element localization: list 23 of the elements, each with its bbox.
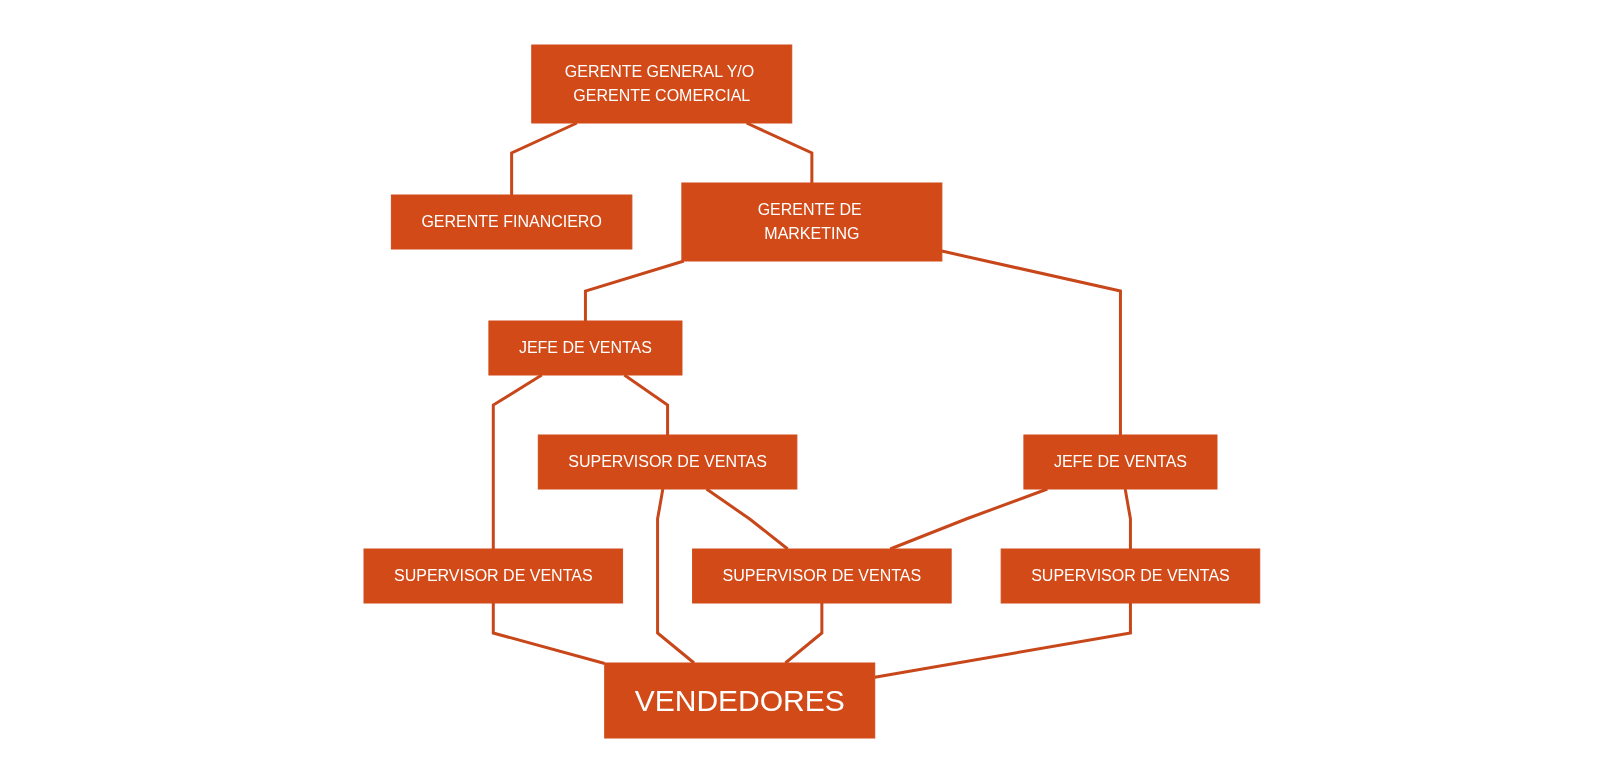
connector: [941, 249, 1123, 435]
node-box: VENDEDORES: [604, 662, 876, 738]
node-box: GERENTE DE MARKETING: [681, 182, 943, 261]
node-box: SUPERVISOR DE VENTAS: [363, 548, 624, 603]
connector: [874, 602, 1133, 679]
connector: [510, 121, 578, 195]
connector: [656, 488, 696, 664]
node-box: SUPERVISOR DE VENTAS: [692, 548, 952, 603]
node-box: GERENTE FINANCIERO: [391, 194, 633, 249]
node-box: JEFE DE VENTAS: [488, 320, 683, 375]
connector: [623, 373, 670, 435]
connector: [889, 487, 1048, 550]
node-box: GERENTE GENERAL Y/O GERENTE COMERCIAL: [531, 44, 793, 123]
connector: [705, 487, 789, 550]
connector: [1123, 488, 1133, 549]
node-box: JEFE DE VENTAS: [1023, 434, 1218, 489]
connector: [746, 121, 814, 183]
connector: [584, 259, 685, 321]
connector: [491, 373, 543, 549]
connector: [491, 602, 606, 665]
node-box: SUPERVISOR DE VENTAS: [1000, 548, 1261, 603]
node-box: SUPERVISOR DE VENTAS: [537, 434, 798, 489]
connector: [784, 602, 824, 664]
